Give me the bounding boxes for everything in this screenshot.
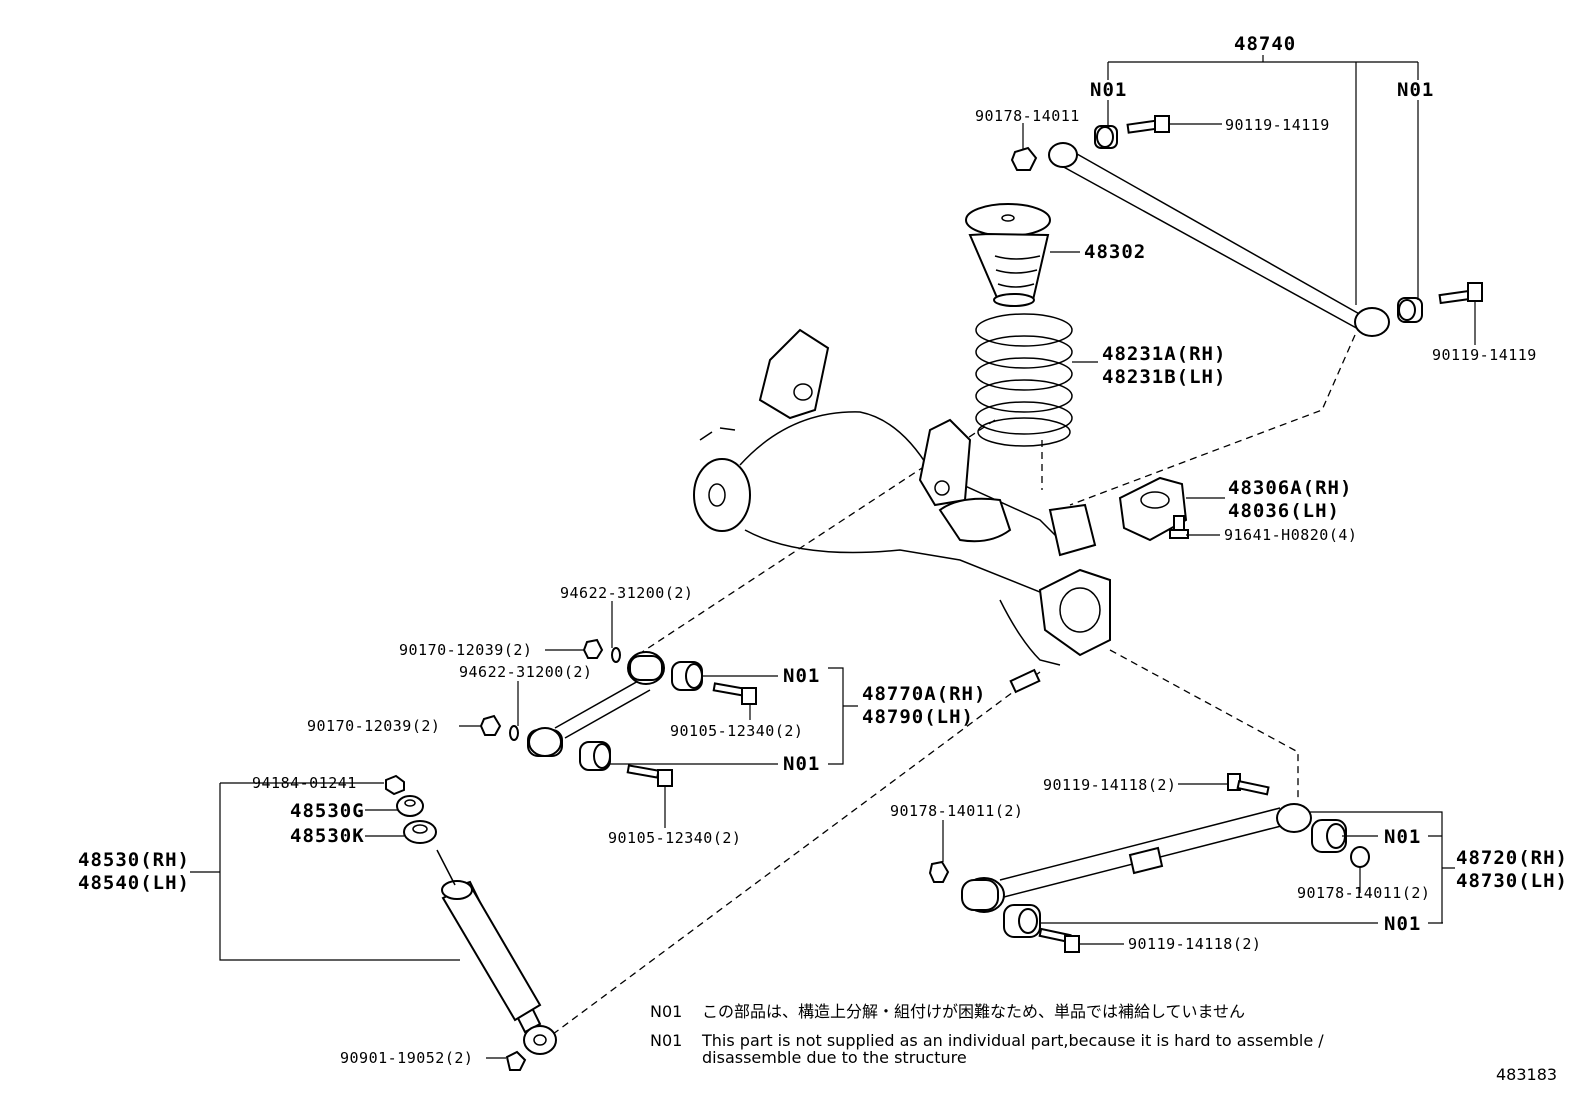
label-48530g: 48530G bbox=[290, 800, 365, 822]
label-90170-b: 90170-12039(2) bbox=[307, 717, 440, 735]
label-48036: 48036(LH) bbox=[1228, 500, 1340, 522]
nut-90170-b[interactable] bbox=[479, 714, 502, 736]
nut-90178-lower-1[interactable] bbox=[928, 860, 950, 883]
bolt-90119-14118-b[interactable] bbox=[1038, 927, 1080, 953]
label-90901: 90901-19052(2) bbox=[340, 1049, 473, 1067]
bolt-90119-14118-a[interactable] bbox=[1227, 773, 1270, 796]
label-n01-mid-2: N01 bbox=[783, 753, 820, 775]
label-48730: 48730(LH) bbox=[1456, 870, 1568, 892]
nut-94184[interactable] bbox=[385, 774, 405, 796]
bushing-top-left[interactable] bbox=[1094, 125, 1118, 149]
note-text-en-1: This part is not supplied as an individu… bbox=[701, 1031, 1324, 1050]
cushion-48530k[interactable] bbox=[403, 820, 437, 844]
washer-94622-a[interactable] bbox=[611, 647, 621, 663]
bump-stopper-48302[interactable] bbox=[965, 203, 1051, 307]
leader-lines bbox=[190, 55, 1476, 1059]
note-text-en-2: disassemble due to the structure bbox=[702, 1048, 967, 1067]
bolt-91641[interactable] bbox=[1169, 515, 1189, 539]
label-48540: 48540(LH) bbox=[78, 872, 190, 894]
bolt-90901[interactable] bbox=[505, 1050, 527, 1071]
label-48790: 48790(LH) bbox=[862, 706, 974, 728]
note-code-en: N01 bbox=[650, 1031, 682, 1050]
label-n01-top-left: N01 bbox=[1090, 79, 1127, 101]
cushion-48530g[interactable] bbox=[396, 795, 424, 817]
label-90119-14118-a: 90119-14118(2) bbox=[1043, 776, 1176, 794]
washer-94622-b[interactable] bbox=[509, 725, 519, 741]
bolt-90119-top[interactable] bbox=[1126, 115, 1170, 134]
label-90170-a: 90170-12039(2) bbox=[399, 641, 532, 659]
bushing-mid-1[interactable] bbox=[671, 661, 703, 691]
bolt-90105-b[interactable] bbox=[626, 764, 673, 787]
label-91641: 91641-H0820(4) bbox=[1224, 526, 1357, 544]
bushing-top-right[interactable] bbox=[1397, 297, 1423, 323]
label-94622-a: 94622-31200(2) bbox=[560, 584, 693, 602]
bushing-mid-2[interactable] bbox=[579, 741, 611, 771]
rear-axle-housing bbox=[693, 328, 1111, 666]
footnotes: N01 この部品は、構造上分解・組付けが困難なため、単品では補給していません N… bbox=[650, 1002, 1557, 1084]
diagram-id: 483183 bbox=[1496, 1065, 1557, 1084]
lower-control-arm-48720[interactable] bbox=[961, 803, 1312, 913]
label-90105-b: 90105-12340(2) bbox=[608, 829, 741, 847]
label-90178-14011-a: 90178-14011(2) bbox=[890, 802, 1023, 820]
label-48770a: 48770A(RH) bbox=[862, 683, 986, 705]
label-94184: 94184-01241 bbox=[252, 774, 357, 792]
label-48306a: 48306A(RH) bbox=[1228, 477, 1352, 499]
label-48530: 48530(RH) bbox=[78, 849, 190, 871]
label-90119-top: 90119-14119 bbox=[1225, 116, 1330, 134]
note-text-jp: この部品は、構造上分解・組付けが困難なため、単品では補給していません bbox=[702, 1002, 1245, 1021]
callout-labels: 48740 N01 N01 90178-14011 90119-14119 90… bbox=[78, 33, 1568, 1067]
note-code-jp: N01 bbox=[650, 1002, 682, 1021]
label-90119-right: 90119-14119 bbox=[1432, 346, 1537, 364]
label-90105-a: 90105-12340(2) bbox=[670, 722, 803, 740]
lateral-control-rod-48770[interactable] bbox=[527, 651, 665, 757]
label-n01-lower-2: N01 bbox=[1384, 913, 1421, 935]
nut-90178-lower-2[interactable] bbox=[1350, 846, 1370, 868]
label-48231b: 48231B(LH) bbox=[1102, 366, 1226, 388]
shock-absorber-48530[interactable] bbox=[436, 849, 557, 1055]
nut-90178-top[interactable] bbox=[1010, 146, 1038, 171]
label-48530k: 48530K bbox=[290, 825, 365, 847]
label-90178-top: 90178-14011 bbox=[975, 107, 1080, 125]
label-n01-top-right: N01 bbox=[1397, 79, 1434, 101]
shock-upper-stud[interactable] bbox=[1009, 668, 1041, 694]
label-n01-lower-1: N01 bbox=[1384, 826, 1421, 848]
nut-90170-a[interactable] bbox=[582, 638, 604, 659]
label-48740: 48740 bbox=[1234, 33, 1296, 55]
coil-spring-48231[interactable] bbox=[975, 313, 1073, 447]
label-n01-mid-1: N01 bbox=[783, 665, 820, 687]
label-90119-14118-b: 90119-14118(2) bbox=[1128, 935, 1261, 953]
upper-control-arm-48740[interactable] bbox=[1048, 142, 1390, 337]
label-90178-14011-b: 90178-14011(2) bbox=[1297, 884, 1430, 902]
label-48302: 48302 bbox=[1084, 241, 1146, 263]
bushing-lower-1[interactable] bbox=[1311, 819, 1347, 853]
bushing-lower-2[interactable] bbox=[1003, 904, 1041, 938]
label-48231a: 48231A(RH) bbox=[1102, 343, 1226, 365]
spring-seat-48306[interactable] bbox=[1118, 476, 1188, 542]
bolt-90119-right[interactable] bbox=[1438, 282, 1483, 305]
bolt-90105-a[interactable] bbox=[712, 682, 757, 705]
label-48720: 48720(RH) bbox=[1456, 847, 1568, 869]
label-94622-b: 94622-31200(2) bbox=[459, 663, 592, 681]
